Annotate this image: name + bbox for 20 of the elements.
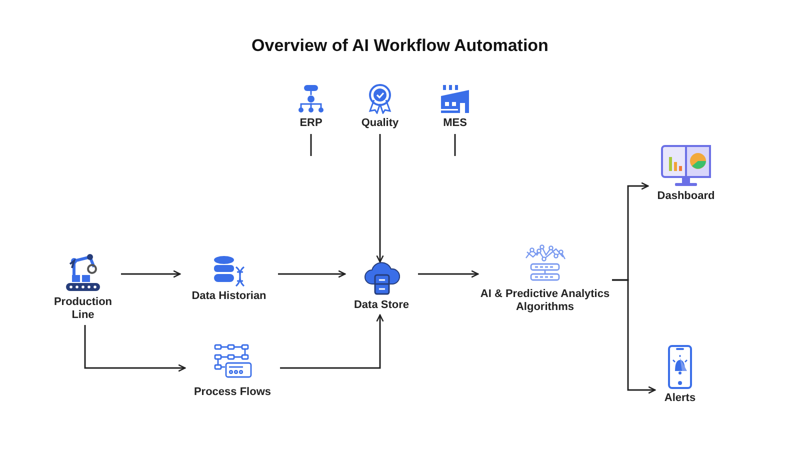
arrow (376, 134, 384, 263)
node-label: Process Flows (194, 386, 272, 399)
node-label: Quality (361, 117, 399, 130)
node-label: Data Historian (192, 290, 266, 303)
arrow (418, 270, 479, 278)
node-label: MES (443, 117, 467, 130)
node-label: ERP (300, 117, 322, 130)
arrow (121, 270, 181, 278)
arrow (84, 325, 186, 372)
diagram-title: Overview of AI Workflow Automation (252, 36, 548, 56)
node-label: Data Store (354, 299, 410, 312)
arrow (278, 270, 346, 278)
arrow (612, 279, 656, 394)
connector-line (310, 134, 312, 156)
node-label: Alerts (664, 392, 696, 405)
node-label: AI & Predictive Analytics Algorithms (479, 288, 611, 314)
node-label: Production Line (52, 296, 114, 322)
node-label: Dashboard (657, 190, 715, 203)
arrow (280, 314, 384, 369)
connector-line (454, 134, 456, 156)
